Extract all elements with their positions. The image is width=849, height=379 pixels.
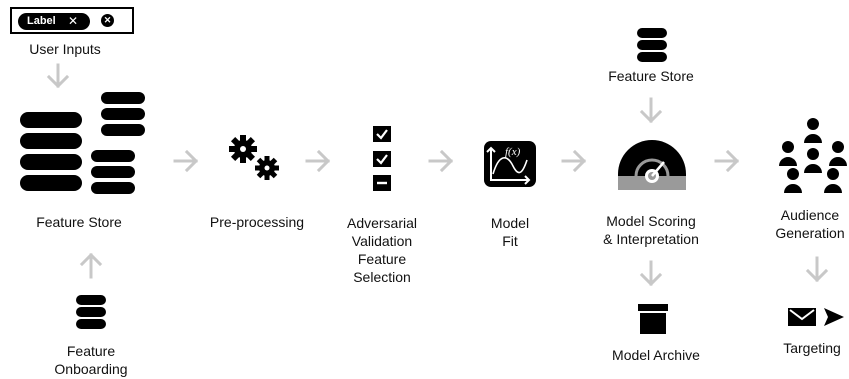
- arrow-down-archive: [639, 260, 663, 287]
- model-archive-label: Model Archive: [612, 347, 700, 363]
- targeting-label: Targeting: [783, 340, 841, 356]
- clear-icon[interactable]: ✕: [101, 14, 114, 27]
- check-box-2-icon: [373, 151, 391, 167]
- arrow-down-feature-store: [639, 97, 663, 124]
- arrow-right-5: [714, 149, 740, 173]
- label-chip[interactable]: Label ✕: [18, 13, 90, 30]
- formula-text: f(x): [505, 146, 521, 158]
- chip-text: Label: [27, 15, 56, 27]
- minus-box-icon: [373, 175, 391, 191]
- model-scoring-label: Model Scoring & Interpretation: [603, 213, 699, 247]
- top-database-icon: [637, 28, 667, 62]
- feature-onboarding-label: Feature Onboarding: [54, 343, 128, 377]
- function-graph-icon: f(x): [484, 141, 536, 187]
- check-box-1-icon: [373, 126, 391, 142]
- arrow-down-user-inputs: [46, 63, 70, 89]
- onboarding-database-icon: [76, 295, 106, 329]
- database-medium: [101, 92, 145, 136]
- audience-group-icon: [779, 118, 847, 193]
- chip-remove-icon[interactable]: ✕: [68, 14, 79, 28]
- user-inputs-label: User Inputs: [29, 41, 101, 57]
- gears-icon: [229, 135, 279, 180]
- model-fit-label: Model Fit: [490, 215, 530, 249]
- database-cluster-icon: [20, 92, 145, 194]
- database-large: [20, 112, 82, 191]
- preprocessing-label: Pre-processing: [209, 214, 305, 230]
- feature-store-top-label: Feature Store: [608, 68, 694, 84]
- gauge-icon: [618, 140, 686, 190]
- label-input[interactable]: Label ✕ ✕: [10, 7, 134, 34]
- send-arrow-icon: [824, 308, 844, 326]
- arrow-down-targeting: [805, 256, 829, 283]
- arrow-right-1: [173, 149, 199, 173]
- audience-generation-label: Audience Generation: [775, 207, 845, 241]
- feature-store-main-label: Feature Store: [36, 214, 122, 230]
- arrow-up-onboarding: [79, 252, 103, 279]
- checklist-icon: [373, 126, 391, 191]
- database-small: [91, 150, 135, 194]
- targeting-icons: [788, 308, 844, 326]
- arrow-right-2: [305, 149, 331, 173]
- arrow-right-4: [561, 149, 587, 173]
- adversarial-validation-label: Adversarial Validation Feature Selection: [346, 215, 418, 285]
- arrow-right-3: [428, 149, 454, 173]
- archive-box-icon: [638, 304, 668, 334]
- envelope-icon: [788, 308, 816, 326]
